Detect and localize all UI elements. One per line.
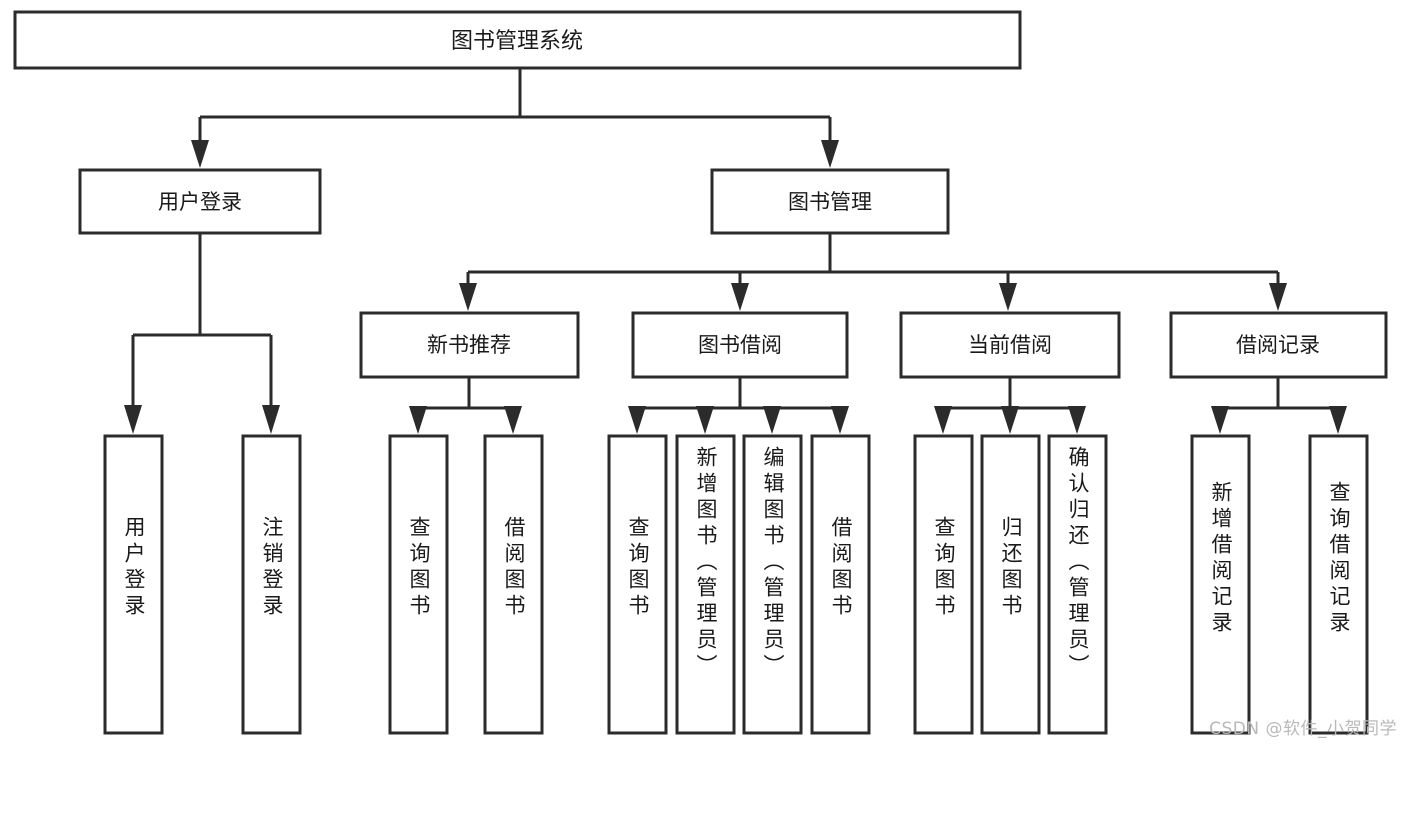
- leaf-box-query-book-3[interactable]: [913, 434, 974, 735]
- hierarchy-diagram: 图书管理系统 用户登录 图书管理: [13, 10, 1388, 735]
- leaf-box-confirm-return[interactable]: [1047, 434, 1108, 735]
- leaf-box-query-record[interactable]: [1308, 434, 1369, 735]
- arrow-leaf-confirm-return: [1068, 406, 1086, 434]
- node-new-book-recommend[interactable]: 新书推荐: [359, 311, 580, 379]
- arrow-leaf-query-record: [1329, 406, 1347, 434]
- borrow-records-label: 借阅记录: [1236, 333, 1320, 357]
- current-borrow-box[interactable]: [899, 311, 1121, 379]
- leaf-box-user-login[interactable]: [103, 434, 164, 735]
- arrow-leaf-add-book: [696, 406, 714, 434]
- arrow-to-current-borrow: [999, 283, 1017, 311]
- arrow-leaf-borrow-book-1: [504, 406, 522, 434]
- flowchart-canvas: 图书管理系统 用户登录 图书管理: [13, 10, 1397, 739]
- leaf-box-add-book[interactable]: [675, 434, 736, 735]
- leaf-box-borrow-book-1[interactable]: [483, 434, 544, 735]
- borrow-records-box[interactable]: [1169, 311, 1388, 379]
- book-management-label: 图书管理: [788, 190, 872, 214]
- leaf-box-query-book-1[interactable]: [388, 434, 449, 735]
- root-box[interactable]: [13, 10, 1022, 70]
- arrow-to-book-borrow: [731, 283, 749, 311]
- csdn-watermark: CSDN @软件_小贺同学: [1209, 719, 1397, 739]
- book-borrow-box[interactable]: [631, 311, 849, 379]
- leaf-box-add-record[interactable]: [1190, 434, 1251, 735]
- node-root[interactable]: 图书管理系统: [13, 10, 1022, 70]
- node-book-management[interactable]: 图书管理: [710, 168, 950, 235]
- new-book-recommend-box[interactable]: [359, 311, 580, 379]
- arrow-leaf-logout: [262, 405, 280, 434]
- arrow-leaf-query-book-3: [934, 406, 952, 434]
- arrow-to-book-mgmt: [821, 140, 839, 168]
- book-management-box[interactable]: [710, 168, 950, 235]
- arrow-leaf-user-login: [124, 405, 142, 434]
- arrow-leaf-edit-book: [763, 406, 781, 434]
- arrow-leaf-add-record: [1211, 406, 1229, 434]
- leaf-box-return-book[interactable]: [980, 434, 1041, 735]
- arrow-leaf-borrow-book-2: [831, 406, 849, 434]
- arrow-to-user-login: [191, 140, 209, 168]
- current-borrow-label: 当前借阅: [968, 333, 1052, 357]
- leaf-box-logout[interactable]: [241, 434, 302, 735]
- leaf-box-borrow-book-2[interactable]: [810, 434, 871, 735]
- new-book-recommend-label: 新书推荐: [427, 333, 511, 357]
- node-book-borrow[interactable]: 图书借阅: [631, 311, 849, 379]
- node-current-borrow[interactable]: 当前借阅: [899, 311, 1121, 379]
- arrow-to-new-books: [459, 283, 477, 311]
- root-label: 图书管理系统: [451, 29, 583, 54]
- node-borrow-records[interactable]: 借阅记录: [1169, 311, 1388, 379]
- arrow-leaf-query-book-2: [628, 406, 646, 434]
- user-login-label: 用户登录: [158, 190, 242, 214]
- leaf-box-edit-book[interactable]: [742, 434, 803, 735]
- leaf-box-query-book-2[interactable]: [607, 434, 668, 735]
- arrow-leaf-return-book: [1001, 406, 1019, 434]
- arrow-leaf-query-book-1: [409, 406, 427, 434]
- arrow-to-borrow-records: [1269, 283, 1287, 311]
- book-borrow-label: 图书借阅: [698, 333, 782, 357]
- node-user-login[interactable]: 用户登录: [78, 168, 322, 235]
